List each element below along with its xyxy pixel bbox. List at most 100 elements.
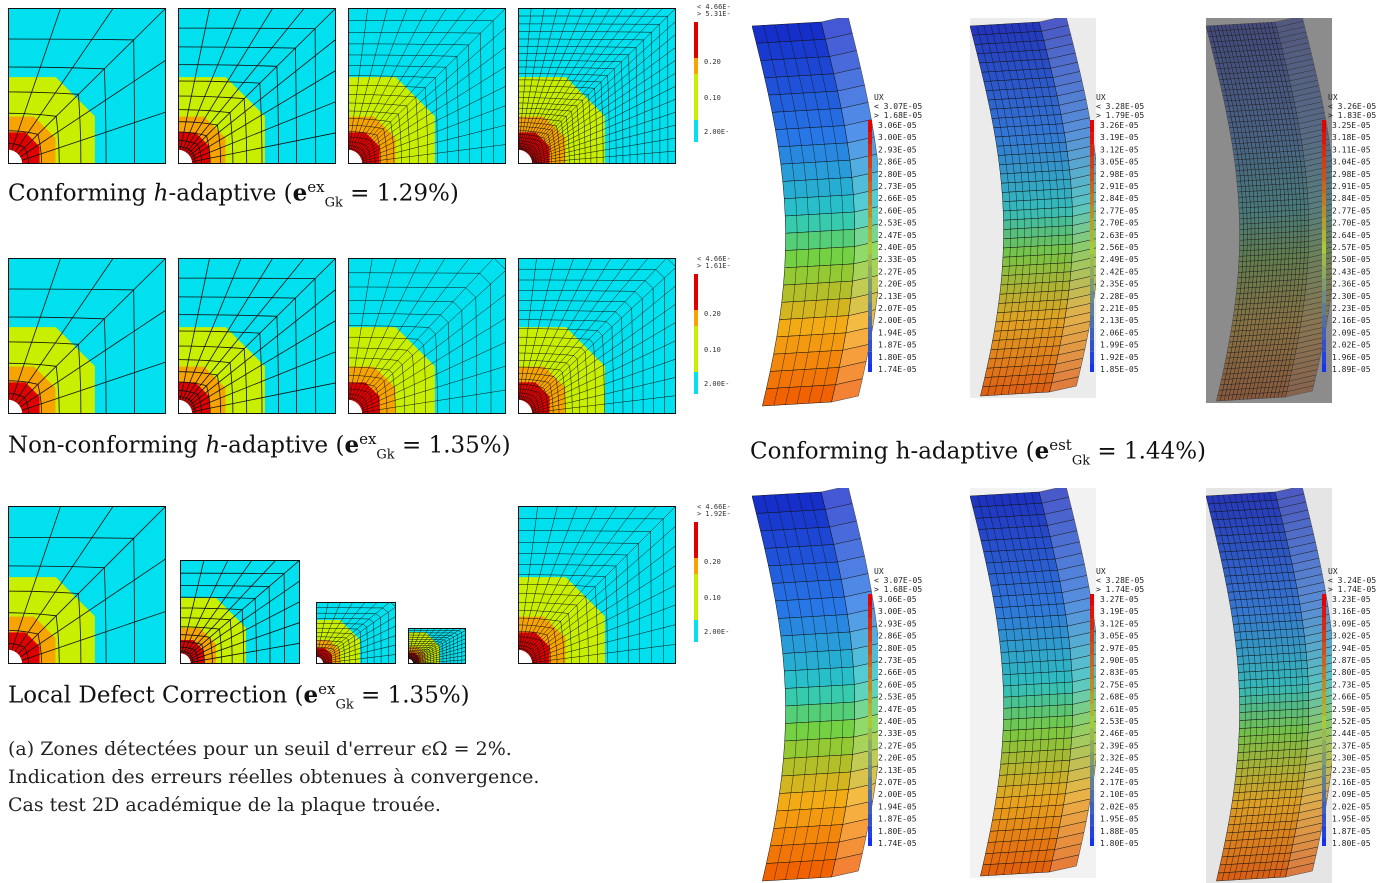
colorbar-tick: 2.37E-05: [1332, 741, 1371, 750]
colorbar-tick: 2.90E-05: [1100, 656, 1139, 665]
colorbar-tick: 2.27E-05: [878, 267, 917, 276]
colorbar-tick: 2.91E-05: [1100, 182, 1139, 191]
figure-description: (a) Zones détectées pour un seuil d'erre…: [8, 735, 539, 819]
beam-ldc-level-0: [752, 488, 878, 883]
beam-conforming-level-1: [970, 18, 1096, 398]
colorbar-variable: UX: [1328, 567, 1338, 576]
colorbar-tick: 2.73E-05: [878, 656, 917, 665]
description-line-1: (a) Zones détectées pour un seuil d'erre…: [8, 735, 539, 763]
colorbar-tick: 3.05E-05: [1100, 158, 1139, 167]
colorbar-tick: 1.80E-05: [878, 827, 917, 836]
colorbar-tick: 2.77E-05: [1332, 206, 1371, 215]
description-line-2: Indication des erreurs réelles obtenues …: [8, 763, 539, 791]
colorbar-tick: 2.47E-05: [878, 231, 917, 240]
colorbar-tick: 1.87E-05: [1332, 827, 1371, 836]
colorbar-max: < 3.26E-05: [1328, 102, 1376, 111]
colorbar-tick: 1.94E-05: [878, 328, 917, 337]
colorbar-tick: 2.80E-05: [878, 170, 917, 179]
colorbar-tick: 1.96E-05: [1332, 353, 1371, 362]
colorbar-tick: 2.16E-05: [1332, 778, 1371, 787]
colorbar-tick: 2.28E-05: [1100, 292, 1139, 301]
colorbar-tick: 3.05E-05: [1100, 632, 1139, 641]
colorbar-tick: 2.66E-05: [878, 194, 917, 203]
legend-tick: 2.00E-: [704, 128, 729, 136]
colorbar-bottom-3: UX< 3.24E-05> 1.74E-053.23E-053.16E-053.…: [1322, 566, 1382, 846]
colorbar-tick: 2.64E-05: [1332, 231, 1371, 240]
mesh-nonconforming-level-2: [348, 258, 506, 414]
legend-tick: 0.20: [704, 558, 721, 566]
colorbar-tick: 2.66E-05: [1332, 693, 1371, 702]
colorbar-tick: 2.42E-05: [1100, 267, 1139, 276]
colorbar-variable: UX: [874, 93, 884, 102]
colorbar-tick: 2.80E-05: [1332, 668, 1371, 677]
colorbar-tick: 2.20E-05: [878, 754, 917, 763]
colorbar-variable: UX: [1096, 567, 1106, 576]
colorbar-tick: 2.46E-05: [1100, 729, 1139, 738]
colorbar-tick: 2.06E-05: [1100, 328, 1139, 337]
colorbar-tick: 2.97E-05: [1100, 644, 1139, 653]
colorbar-tick: 2.77E-05: [1100, 206, 1139, 215]
colorbar-tick: 2.16E-05: [1332, 316, 1371, 325]
colorbar-tick: 2.40E-05: [878, 243, 917, 252]
colorbar-min: > 1.68E-05: [874, 111, 922, 120]
colorbar-tick: 2.30E-05: [1332, 292, 1371, 301]
colorbar-tick: 2.10E-05: [1100, 790, 1139, 799]
mesh-nonconforming-level-0: [8, 258, 166, 414]
colorbar-tick: 2.87E-05: [1332, 656, 1371, 665]
colorbar-tick: 2.13E-05: [878, 766, 917, 775]
colorbar-tick: 2.93E-05: [878, 145, 917, 154]
legend-tick: 0.10: [704, 94, 721, 102]
colorbar-tick: 2.32E-05: [1100, 754, 1139, 763]
colorbar-tick: 2.02E-05: [1100, 802, 1139, 811]
legend-tick: 2.00E-: [704, 380, 729, 388]
colorbar-tick: 2.09E-05: [1332, 790, 1371, 799]
colorbar-tick: 2.73E-05: [878, 182, 917, 191]
colorbar-tick: 2.56E-05: [1100, 243, 1139, 252]
colorbar-tick: 2.68E-05: [1100, 693, 1139, 702]
colorbar-tick: 3.04E-05: [1332, 158, 1371, 167]
mesh-nonconforming-level-1: [178, 258, 336, 414]
colorbar-tick: 2.23E-05: [1332, 766, 1371, 775]
colorbar-tick: 2.75E-05: [1100, 680, 1139, 689]
colorbar-tick: 2.02E-05: [1332, 802, 1371, 811]
colorbar-tick: 2.94E-05: [1332, 644, 1371, 653]
colorbar-tick: 3.12E-05: [1100, 619, 1139, 628]
colorbar-tick: 3.27E-05: [1100, 595, 1139, 604]
beam-conforming-level-2: [1206, 18, 1332, 403]
colorbar-tick: 1.87E-05: [878, 341, 917, 350]
colorbar-tick: 1.89E-05: [1332, 365, 1371, 372]
colorbar-tick: 2.00E-05: [878, 316, 917, 325]
colorbar-tick: 3.26E-05: [1100, 121, 1139, 130]
mesh-conforming-level-2: [348, 8, 506, 164]
colorbar-tick: 1.88E-05: [1100, 827, 1139, 836]
colorbar-tick: 2.02E-05: [1332, 341, 1371, 350]
colorbar-max: < 3.07E-05: [874, 102, 922, 111]
colorbar-tick: 2.40E-05: [878, 717, 917, 726]
colorbar-tick: 2.44E-05: [1332, 729, 1371, 738]
mesh-conforming-level-0: [8, 8, 166, 164]
colorbar-variable: UX: [1328, 93, 1338, 102]
mesh-ldc-final: [518, 506, 676, 664]
colorbar-tick: 3.18E-05: [1332, 133, 1371, 142]
colorbar-tick: 2.49E-05: [1100, 255, 1139, 264]
legend-tick: 0.20: [704, 58, 721, 66]
error-legend-1: < 4.66E-> 5.31E-0.200.102.00E-: [694, 4, 734, 144]
colorbar-tick: 2.60E-05: [878, 206, 917, 215]
colorbar-tick: 2.93E-05: [878, 619, 917, 628]
colorbar-tick: 2.20E-05: [878, 280, 917, 289]
colorbar-tick: 2.59E-05: [1332, 705, 1371, 714]
colorbar-tick: 2.07E-05: [878, 304, 917, 313]
colorbar-tick: 3.19E-05: [1100, 607, 1139, 616]
colorbar-tick: 2.33E-05: [878, 255, 917, 264]
description-line-3: Cas test 2D académique de la plaque trou…: [8, 791, 539, 819]
colorbar-tick: 2.13E-05: [878, 292, 917, 301]
colorbar-tick: 3.11E-05: [1332, 145, 1371, 154]
beam-ldc-level-2: [1206, 488, 1332, 883]
mesh-nonconforming-level-3: [518, 258, 676, 414]
colorbar-tick: 2.73E-05: [1332, 680, 1371, 689]
legend-tick: 0.10: [704, 594, 721, 602]
colorbar-tick: 2.66E-05: [878, 668, 917, 677]
colorbar-tick: 2.86E-05: [878, 632, 917, 641]
colorbar-tick: 2.33E-05: [878, 729, 917, 738]
caption-conforming-h-adaptive: Conforming h-adaptive (eexGk = 1.29%): [8, 178, 459, 210]
